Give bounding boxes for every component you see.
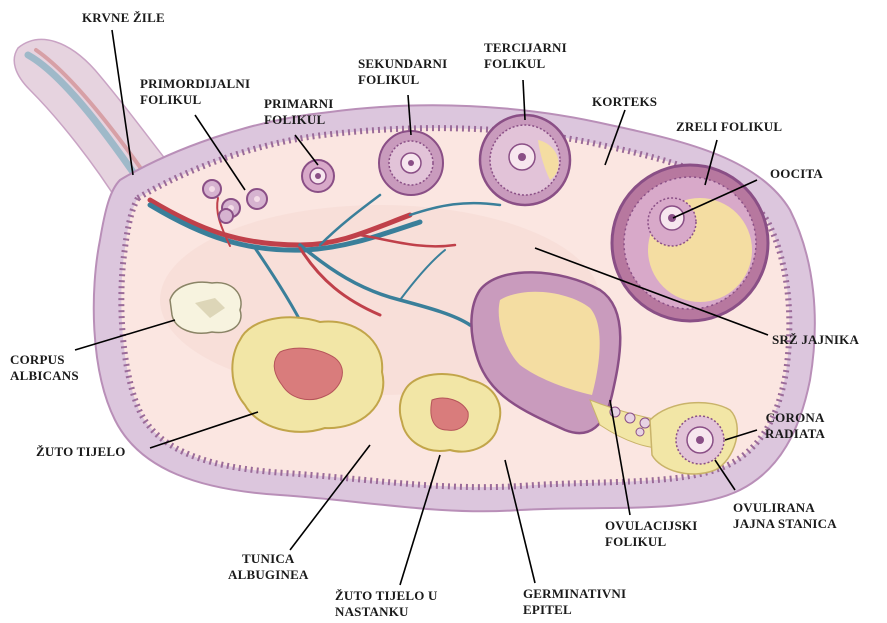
ovulated-egg [650, 403, 737, 474]
label-tercijarni-folikul: TERCIJARNI FOLIKUL [484, 40, 567, 72]
label-oocita: OOCITA [770, 166, 823, 182]
label-srz-jajnika: SRŽ JAJNIKA [772, 332, 859, 348]
label-zreli-folikul: ZRELI FOLIKUL [676, 119, 782, 135]
corpus-albicans [170, 282, 241, 333]
forming-corpus-luteum [400, 374, 500, 452]
tertiary-follicle [480, 115, 570, 205]
label-ovulacijski-folikul: OVULACIJSKI FOLIKUL [605, 518, 698, 550]
mature-follicle [612, 165, 768, 321]
label-tunica-albuginea: TUNICA ALBUGINEA [228, 551, 309, 583]
secondary-follicle [379, 131, 443, 195]
label-corpus-albicans: CORPUS ALBICANS [10, 352, 79, 384]
label-corona-radiata: CORONA RADIATA [765, 410, 825, 442]
label-sekundarni-folikul: SEKUNDARNI FOLIKUL [358, 56, 447, 88]
label-zuto-tijelo-u-nastanku: ŽUTO TIJELO U NASTANKU [335, 588, 438, 620]
label-primordijalni-folikul: PRIMORDIJALNI FOLIKUL [140, 76, 250, 108]
label-primarni-folikul: PRIMARNI FOLIKUL [264, 96, 333, 128]
label-korteks: KORTEKS [592, 94, 657, 110]
corpus-luteum [232, 317, 383, 432]
label-germinativni-epitel: GERMINATIVNI EPITEL [523, 586, 626, 618]
label-krvne-zile: KRVNE ŽILE [82, 10, 165, 26]
label-ovulirana-jajna-stanica: OVULIRANA JAJNA STANICA [733, 500, 837, 532]
label-zuto-tijelo: ŽUTO TIJELO [36, 444, 126, 460]
